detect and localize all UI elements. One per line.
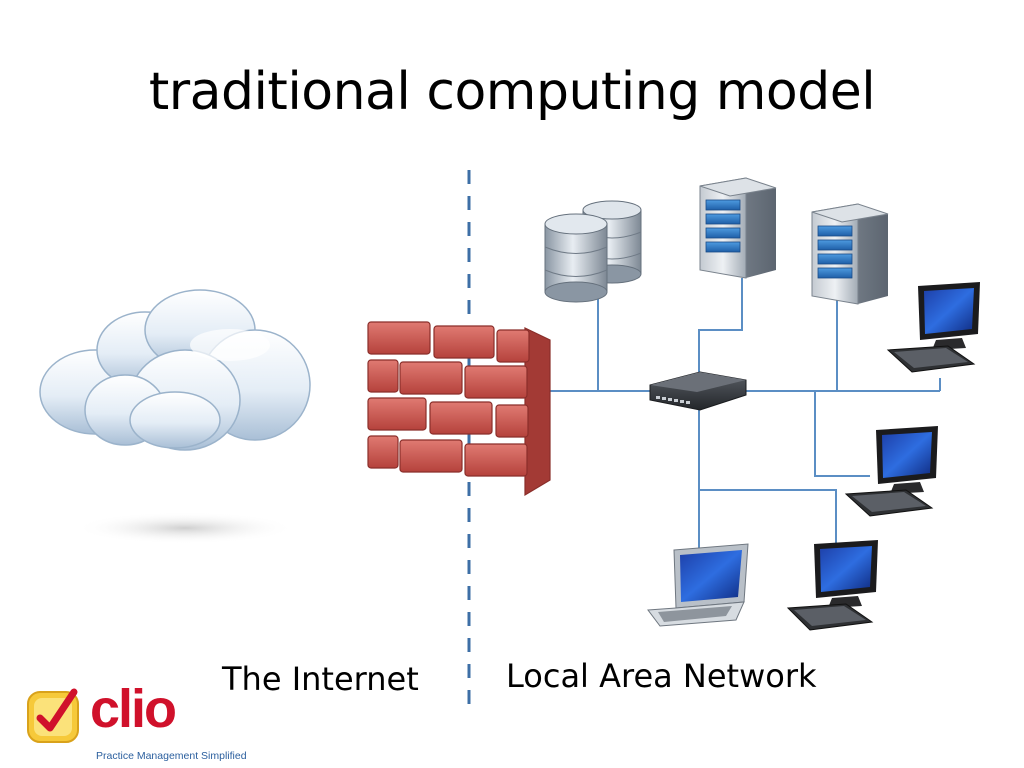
desktop-computer-icon (786, 540, 878, 631)
cloud-icon (39, 289, 311, 544)
desktop-computer-icon (886, 282, 980, 373)
laptop-icon (647, 543, 749, 627)
network-switch-icon (649, 371, 747, 411)
database-icon (544, 200, 642, 303)
slide-title: traditional computing model (148, 62, 876, 122)
logo-wordmark: clio (90, 679, 177, 739)
internet-label: The Internet (222, 660, 419, 698)
clio-logo: clio Practice Management Simplified (22, 679, 262, 764)
server-icon (699, 177, 777, 279)
logo-tagline: Practice Management Simplified (96, 750, 247, 762)
firewall-icon (367, 321, 551, 497)
lan-label: Local Area Network (506, 657, 817, 695)
desktop-computer-icon (844, 426, 938, 517)
server-icon (811, 203, 889, 305)
checkmark-logo-icon (27, 688, 79, 743)
